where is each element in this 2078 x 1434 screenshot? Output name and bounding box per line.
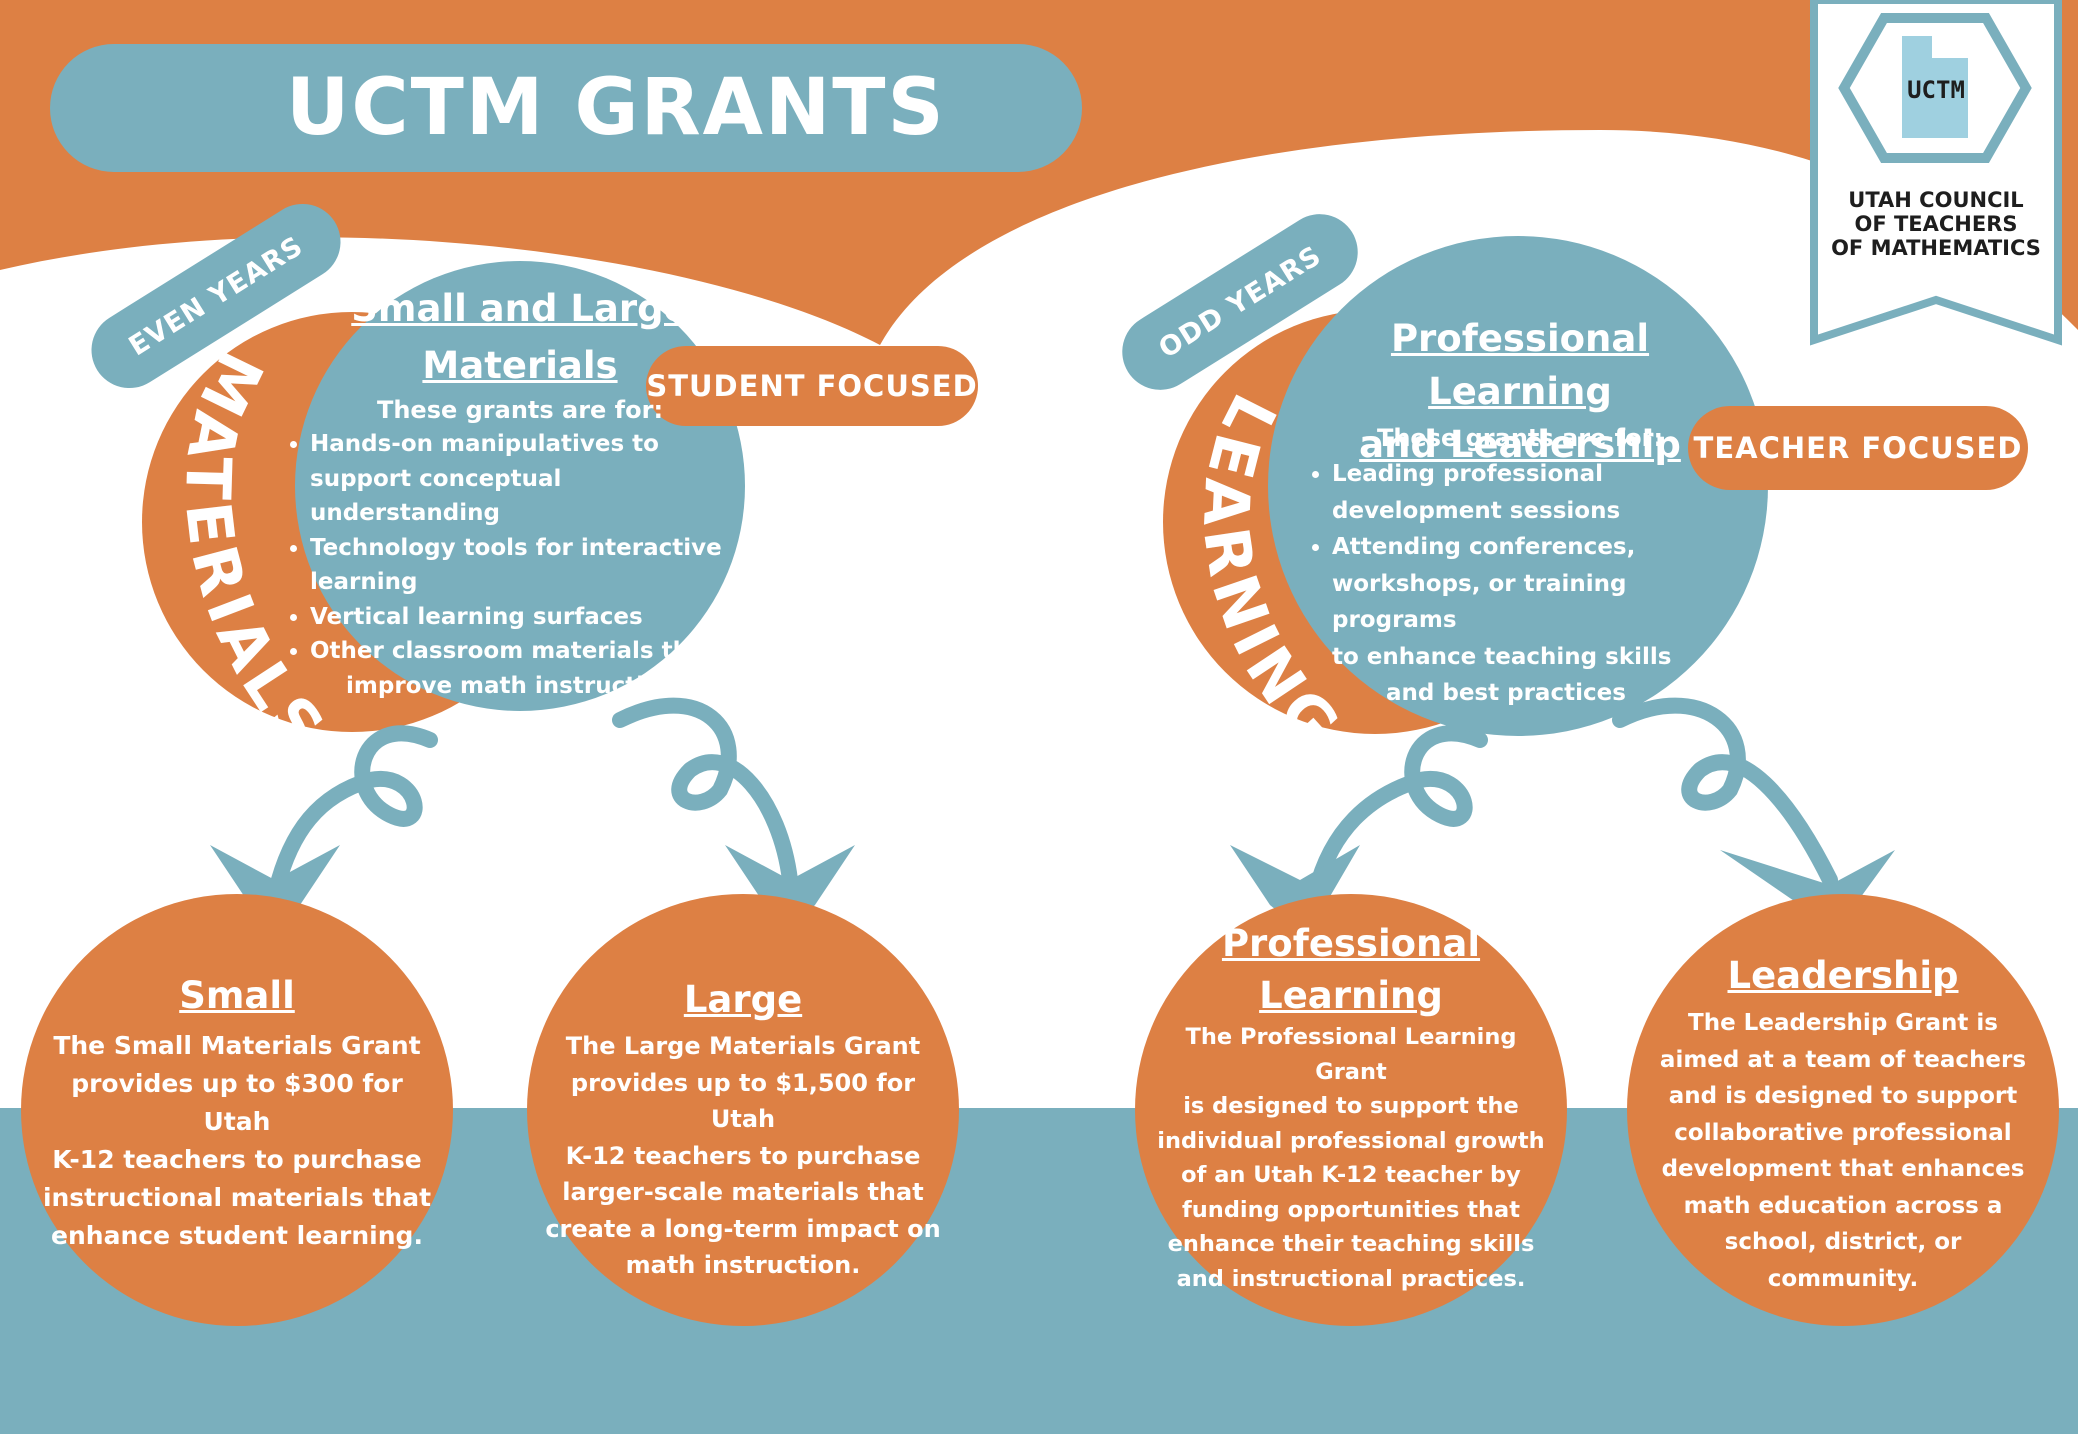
professional-grant-circle [1135, 894, 1567, 1326]
student-focused-tag: STUDENT FOCUSED [646, 346, 978, 426]
text-line: math education across a [1683, 1192, 2003, 1219]
arrow-to-large [612, 697, 798, 888]
teacher-focused-tag: TEACHER FOCUSED [1688, 406, 2028, 490]
materials-intro: These grants are for: [376, 396, 664, 424]
arrowhead-small [210, 845, 340, 930]
list-item: Hands-on manipulatives to support concept… [310, 427, 726, 531]
text-line: of an Utah K-12 teacher by [1181, 1162, 1521, 1188]
list-item: Technology tools for interactive learning [310, 531, 726, 600]
text-line: is designed to support the [1183, 1093, 1519, 1119]
text-line: K-12 teachers to purchase [565, 1141, 921, 1170]
text-line: enhance student learning. [51, 1221, 423, 1250]
logo-name: UTAH COUNCIL OF TEACHERS OF MATHEMATICS [1810, 188, 2062, 260]
text-line: individual professional growth [1157, 1127, 1545, 1154]
text-line: math instruction. [625, 1251, 861, 1279]
arrowhead-leadership [1720, 850, 1895, 930]
list-item: Leading professional development sessions [1332, 456, 1748, 529]
large-grant-title: Large [683, 978, 803, 1021]
materials-blue-circle [295, 261, 745, 711]
arrow-to-professional [1307, 725, 1488, 903]
text-line: development that enhances [1661, 1156, 2025, 1182]
list-item-line: workshops, or training programs [1332, 570, 1627, 634]
list-item-line: support conceptual understanding [310, 465, 562, 527]
list-item-line: Technology tools for interactive [310, 534, 722, 561]
text-line: The Professional Learning Grant [1185, 1024, 1517, 1085]
arrowhead-professional [1230, 845, 1360, 930]
list-item-line: and best practices [1386, 680, 1626, 706]
small-grant-circle [21, 894, 453, 1326]
text-line: instructional materials that [42, 1183, 432, 1212]
learning-heading: Professional Learning and Leadership [1300, 312, 1740, 471]
logo-line: OF MATHEMATICS [1831, 236, 2041, 260]
page-title: UCTM GRANTS [286, 63, 946, 153]
text-line: The Large Materials Grant [565, 1032, 921, 1060]
text-line: create a long-term impact on [545, 1214, 941, 1243]
logo-line: UTAH COUNCIL [1848, 188, 2024, 212]
leadership-grant-description: The Leadership Grant is aimed at a team … [1643, 1005, 2043, 1297]
title-banner: UCTM GRANTS [50, 44, 1082, 172]
list-item-line: learning [310, 569, 418, 595]
list-item-line: improve math instruction [346, 672, 677, 699]
text-line: larger-scale materials that [562, 1178, 924, 1206]
professional-grant-title: Professional Learning [1151, 918, 1551, 1022]
logo-hexagon [1838, 13, 2032, 163]
list-item: Other classroom materials that improve ma… [310, 634, 726, 703]
learning-heading-line: and Leadership [1359, 423, 1681, 466]
small-grant-description: The Small Materials Grant provides up to… [37, 1027, 437, 1255]
title-line: Professional [1221, 922, 1481, 965]
list-item-line: Vertical learning surfaces [310, 603, 643, 630]
arrowhead-large [725, 845, 855, 930]
text-line: provides up to $300 for Utah [71, 1069, 403, 1136]
learning-blue-circle [1268, 236, 1768, 736]
arrow-to-leadership [1612, 697, 1838, 888]
logo-line: OF TEACHERS [1854, 212, 2018, 236]
logo-ribbon [1810, 0, 2062, 346]
learning-list: Leading professional development sessions… [1308, 456, 1748, 712]
uctm-logo [1810, 0, 2062, 346]
leadership-grant-title: Leadership [1727, 954, 1959, 997]
title-line: Learning [1259, 974, 1443, 1017]
text-line: provides up to $1,500 for Utah [570, 1068, 916, 1134]
text-line: collaborative professional [1674, 1119, 2012, 1146]
logo-abbreviation: UCTM [1907, 76, 1965, 104]
materials-heading-line: Small and Large [351, 287, 689, 330]
list-item: Vertical learning surfaces [310, 600, 726, 635]
materials-heading: Small and Large Materials [310, 280, 730, 394]
professional-grant-description: The Professional Learning Grant is desig… [1151, 1020, 1551, 1296]
list-item-line: Leading professional [1332, 461, 1604, 487]
text-line: community. [1767, 1265, 1919, 1292]
materials-heading-line: Materials [422, 344, 618, 387]
text-line: and is designed to support [1668, 1083, 2018, 1109]
learning-heading-line: Professional Learning [1390, 317, 1650, 413]
list-item-line: to enhance teaching skills [1332, 643, 1672, 670]
arrow-to-small [267, 725, 438, 903]
text-line: The Small Materials Grant [53, 1031, 421, 1060]
list-item: Attending conferences, workshops, or trai… [1332, 529, 1748, 712]
text-line: K-12 teachers to purchase [52, 1145, 422, 1174]
large-grant-description: The Large Materials Grant provides up to… [543, 1028, 943, 1284]
list-item-line: Hands-on manipulatives to [310, 431, 659, 457]
text-line: funding opportunities that [1182, 1196, 1520, 1223]
small-grant-title: Small [179, 974, 295, 1017]
large-grant-circle [527, 894, 959, 1326]
materials-list: Hands-on manipulatives to support concept… [286, 427, 726, 703]
learning-intro: These grants are for: [1376, 424, 1664, 452]
utah-shape-icon [1902, 36, 1968, 138]
list-item-line: Attending conferences, [1332, 534, 1636, 560]
list-item-line: Other classroom materials that [310, 638, 716, 664]
text-line: The Leadership Grant is [1688, 1010, 1998, 1036]
leadership-grant-circle [1627, 894, 2059, 1326]
text-line: aimed at a team of teachers [1659, 1046, 2027, 1073]
text-line: enhance their teaching skills [1167, 1231, 1535, 1257]
text-line: and instructional practices. [1176, 1265, 1526, 1292]
text-line: school, district, or [1724, 1229, 1962, 1255]
list-item-line: development sessions [1332, 497, 1621, 524]
